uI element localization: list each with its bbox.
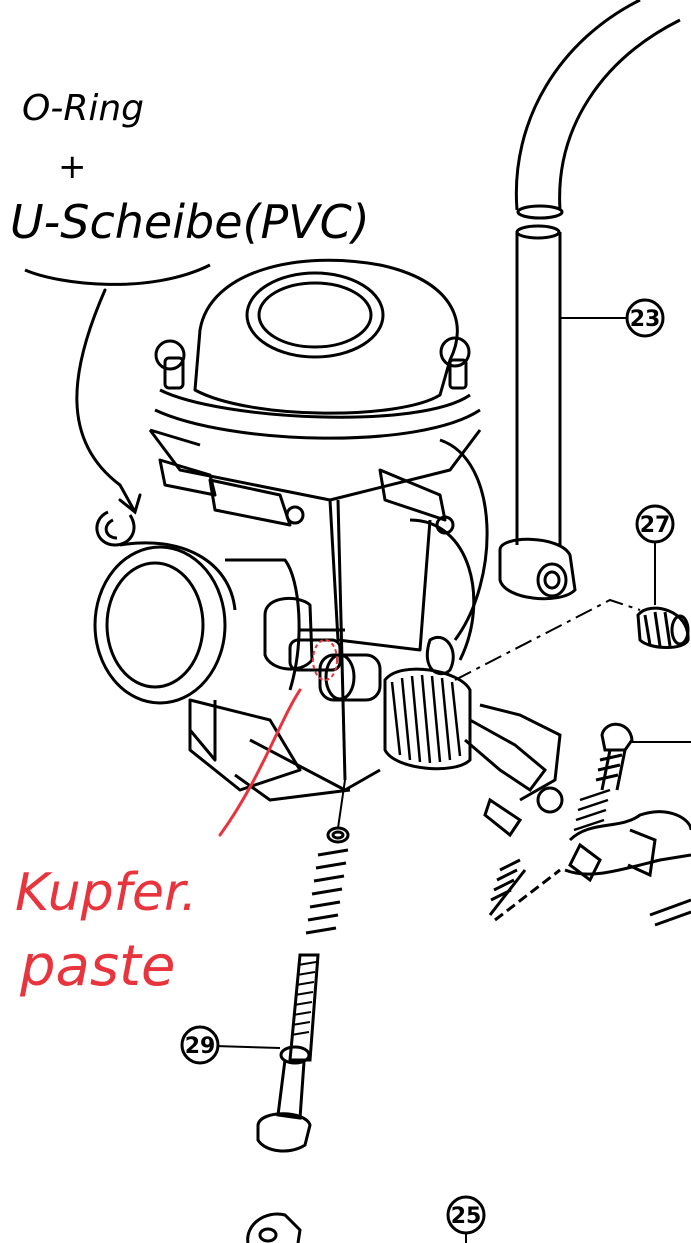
callout-23: 23 [560, 298, 665, 338]
callout-29-label: 29 [185, 1034, 216, 1059]
handwritten-black-annotation: O-Ring + U-Scheibe(PVC) [10, 88, 370, 515]
handwritten-red-annotation: Kupfer. paste [15, 639, 338, 999]
callout-27-label: 27 [640, 513, 671, 538]
vent-hose [498, 0, 681, 601]
callout-25: 25 [446, 1195, 486, 1243]
callout-29: 29 [180, 1025, 220, 1065]
annotation-arrow [75, 288, 142, 515]
annotation-kupfer: Kupfer. [15, 863, 197, 923]
pilot-screw-assembly [214, 779, 350, 1153]
annotation-plus: + [58, 147, 87, 187]
red-pointer-line [218, 688, 302, 837]
red-dashed-circle [312, 639, 338, 681]
annotation-paste: paste [19, 934, 175, 999]
leader-line-27 [454, 598, 641, 681]
annotation-u-scheibe: U-Scheibe(PVC) [10, 195, 370, 249]
throttle-spring-assembly [318, 653, 564, 838]
callout-23-label: 23 [630, 307, 661, 332]
right-linkage [488, 722, 691, 927]
carburetor-body [93, 258, 489, 802]
bottom-part-fragment [246, 1212, 302, 1243]
annotation-brace [24, 263, 211, 286]
part-27-spring [636, 540, 690, 649]
o-ring-clip [95, 510, 136, 547]
callout-27: 27 [635, 504, 675, 544]
callout-25-label: 25 [451, 1204, 482, 1229]
annotation-o-ring: O-Ring [22, 88, 144, 129]
